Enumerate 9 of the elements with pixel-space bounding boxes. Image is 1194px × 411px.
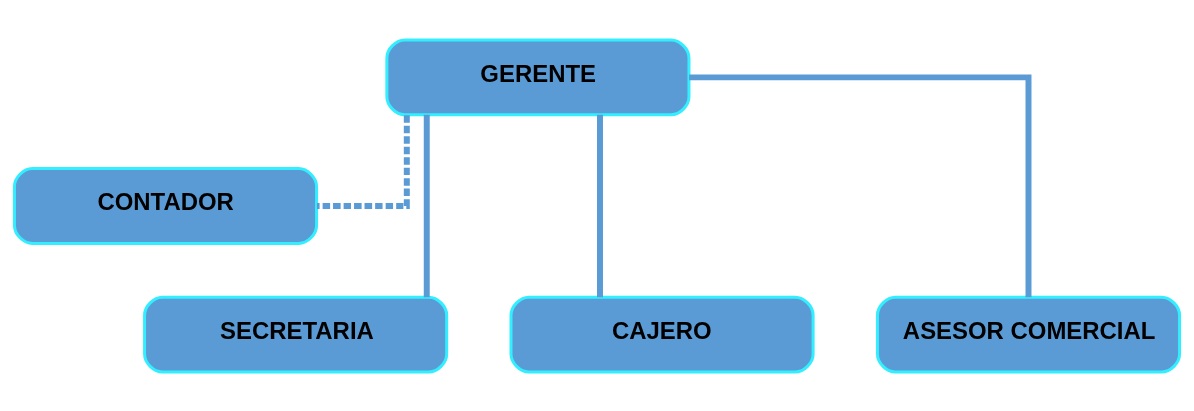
connector (597, 114, 603, 297)
connector (689, 73, 1032, 297)
node-box: ASESOR COMERCIAL (875, 295, 1182, 373)
node-box: SECRETARIA (143, 295, 449, 373)
node-box: GERENTE (385, 38, 691, 116)
connector (423, 114, 430, 297)
node-box: CAJERO (509, 295, 815, 373)
connector (316, 114, 410, 209)
node-box: CONTADOR (12, 166, 319, 245)
